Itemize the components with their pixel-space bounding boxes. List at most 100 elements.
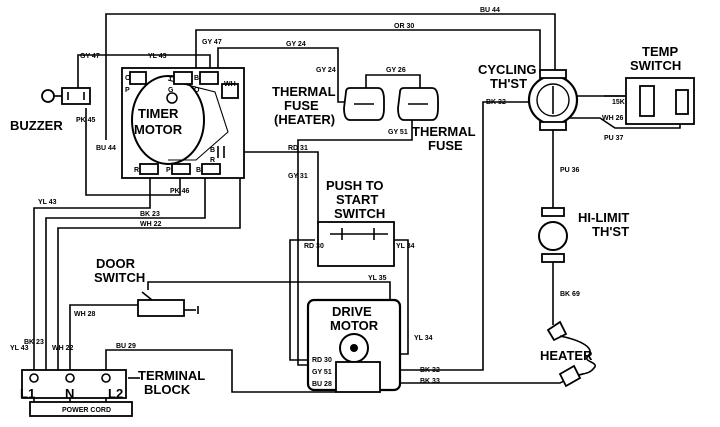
heater	[546, 320, 597, 388]
wire-label-gy51-motor: GY 51	[312, 369, 332, 376]
wire-label-wh28: WH 28	[74, 311, 96, 318]
hi-limit-label-2: TH'ST	[592, 224, 629, 239]
wire-label-pk46: PK 46	[170, 188, 190, 195]
wire-label-wh26: WH 26	[602, 115, 624, 122]
thermal-fuse-heater-label-2: FUSE	[284, 98, 319, 113]
drive-motor-label-1: DRIVE	[332, 304, 372, 319]
timer-contact-5: O	[194, 87, 200, 94]
wire-label-gy31: GY 31	[288, 173, 308, 180]
temp-switch	[604, 77, 695, 125]
timer-contact-7: P	[166, 167, 171, 174]
wire-gy24	[217, 47, 350, 103]
terminal-l2: L2	[108, 386, 123, 401]
wire-label-pu36: PU 36	[560, 167, 580, 174]
wire-label-yl43-top: YL 43	[148, 53, 167, 60]
wire-label-yl34-motor: YL 34	[414, 335, 433, 342]
wire-label-yl43-vert: YL 43	[10, 345, 29, 352]
wire-label-bk32-motor: BK 32	[420, 367, 440, 374]
thermal-fuse-label-1: THERMAL	[412, 124, 476, 139]
drive-motor	[306, 298, 402, 393]
buzzer-label: BUZZER	[10, 118, 63, 133]
timer-contact-3: P	[125, 87, 130, 94]
wire-label-gy26: GY 26	[386, 67, 406, 74]
terminal-block-label-1: TERMINAL	[138, 368, 205, 383]
timer-contact-8: B	[196, 167, 201, 174]
wire-label-gy24: GY 24	[286, 41, 306, 48]
wire-label-rd30-motor: RD 30	[312, 357, 332, 364]
wire-label-gy47-left: GY 47	[80, 53, 100, 60]
thermal-fuse-heater-label-3: (HEATER)	[274, 112, 335, 127]
terminal-n: N	[65, 386, 74, 401]
timer-contact-10: R	[210, 157, 215, 164]
wire-wh28	[69, 304, 138, 370]
timer-contact-2: B	[194, 75, 199, 82]
timer-contact-1: Y	[168, 75, 173, 82]
wire-label-wh: WH	[224, 81, 236, 88]
terminal-block	[21, 369, 140, 417]
timer-motor-label-2: MOTOR	[134, 122, 183, 137]
wire-bk32	[396, 101, 540, 371]
wire-label-bu44-left: BU 44	[96, 145, 116, 152]
thermal-fuse	[397, 87, 439, 121]
wire-label-pk45: PK 45	[76, 117, 96, 124]
wire-label-yl35: YL 35	[368, 275, 387, 282]
wire-label-bu44: BU 44	[480, 7, 500, 14]
wire-yl43	[33, 178, 151, 370]
cycling-thermostat	[527, 69, 579, 131]
wire-label-gy24-fuse: GY 24	[316, 67, 336, 74]
cycling-thst-label-2: TH'ST	[490, 76, 527, 91]
wire-label-bk69: BK 69	[560, 291, 580, 298]
wire-label-rd30: RD 30	[304, 243, 324, 250]
power-cord-label: POWER CORD	[62, 407, 111, 414]
wire-label-bu28-motor: BU 28	[312, 381, 332, 388]
wire-gy26	[365, 74, 421, 90]
wire-label-bk23: BK 23	[140, 211, 160, 218]
wire-label-wh22: WH 22	[140, 221, 162, 228]
wire-label-bk33-motor: BK 33	[420, 378, 440, 385]
thermal-fuse-heater-label-1: THERMAL	[272, 84, 336, 99]
wire-bu29	[105, 349, 336, 393]
wire-label-15k: 15K	[612, 99, 625, 106]
wire-label-bk32: BK 32	[486, 99, 506, 106]
drive-motor-label-2: MOTOR	[330, 318, 379, 333]
wire-pk45	[85, 108, 181, 196]
wire-label-wh22-vert: WH 22	[52, 345, 74, 352]
wire-label-gy51: GY 51	[388, 129, 408, 136]
wire-label-gy47: GY 47	[202, 39, 222, 46]
temp-switch-label-2: SWITCH	[630, 58, 681, 73]
door-switch-label-1: DOOR	[96, 256, 136, 271]
push-start-label-2: START	[336, 192, 378, 207]
door-switch-label-2: SWITCH	[94, 270, 145, 285]
wire-label-yl43: YL 43	[38, 199, 57, 206]
timer-motor-label-1: TIMER	[138, 106, 179, 121]
timer-contact-0: O	[125, 75, 131, 82]
push-start-label-1: PUSH TO	[326, 178, 384, 193]
push-to-start-switch	[317, 221, 395, 267]
terminal-block-label-2: BLOCK	[144, 382, 191, 397]
wire-label-yl34: YL 34	[396, 243, 415, 250]
heater-label: HEATER	[540, 348, 593, 363]
terminal-l1: L1	[20, 386, 35, 401]
wire-bk23	[45, 175, 206, 370]
wire-yl35	[147, 281, 391, 303]
timer-contact-9: B	[210, 147, 215, 154]
wire-gy47	[77, 54, 211, 85]
timer-contact-6: R	[134, 167, 139, 174]
wire-label-bu29: BU 29	[116, 343, 136, 350]
hi-limit-thermostat	[538, 207, 568, 263]
wire-wh22	[57, 168, 241, 370]
temp-switch-label-1: TEMP	[642, 44, 678, 59]
wire-label-rd31: RD 31	[288, 145, 308, 152]
timer-assembly	[121, 67, 245, 179]
cycling-thst-label-1: CYCLING	[478, 62, 537, 77]
wire-label-or30: OR 30	[394, 23, 414, 30]
buzzer	[41, 87, 91, 105]
thermal-fuse-label-2: FUSE	[428, 138, 463, 153]
wire-bu44	[105, 13, 556, 140]
hi-limit-label-1: HI-LIMIT	[578, 210, 629, 225]
wire-label-bk23-vert: BK 23	[24, 339, 44, 346]
wire-label-pu37: PU 37	[604, 135, 624, 142]
wire-yl34	[390, 239, 409, 355]
push-start-label-3: SWITCH	[334, 206, 385, 221]
